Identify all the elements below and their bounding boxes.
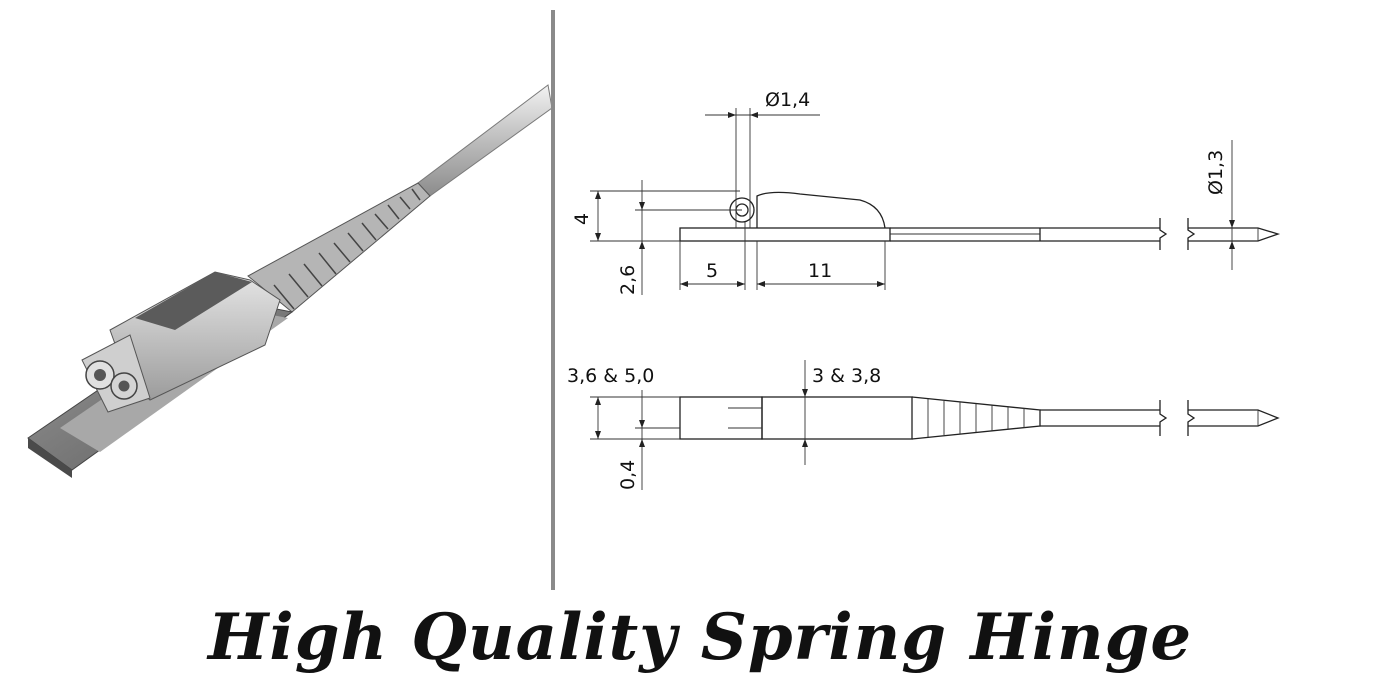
hinge-eye — [81, 334, 151, 413]
page-title: High Quality Spring Hinge — [207, 600, 1193, 675]
dim-height: 4 — [571, 213, 593, 225]
dim-body-widths: 3 & 3,8 — [812, 365, 881, 387]
dim-eye-offset: 5 — [706, 260, 718, 282]
dim-hole-diameter: Ø1,4 — [765, 89, 810, 111]
hinge-ribs — [273, 188, 421, 310]
hinge-rod — [417, 84, 553, 197]
hinge-ribbed-taper — [247, 182, 431, 313]
dim-widths: 3,6 & 5,0 — [567, 365, 654, 387]
dim-wire-diameter: Ø1,3 — [1205, 150, 1227, 195]
dim-slot-thickness: 0,4 — [617, 460, 639, 490]
vertical-divider — [551, 10, 555, 590]
dim-body-length: 11 — [808, 260, 832, 282]
dim-base-thickness: 2,6 — [617, 265, 639, 295]
hinge-3d-render — [27, 84, 553, 478]
top-view-drawing: 3,6 & 5,0 3 & 3,8 0,4 — [567, 360, 1280, 490]
hinge-base-plate-edge — [28, 438, 72, 478]
hinge-body-top — [135, 272, 252, 330]
side-view-drawing: Ø1,4 Ø1,3 4 2,6 5 11 — [571, 89, 1281, 295]
